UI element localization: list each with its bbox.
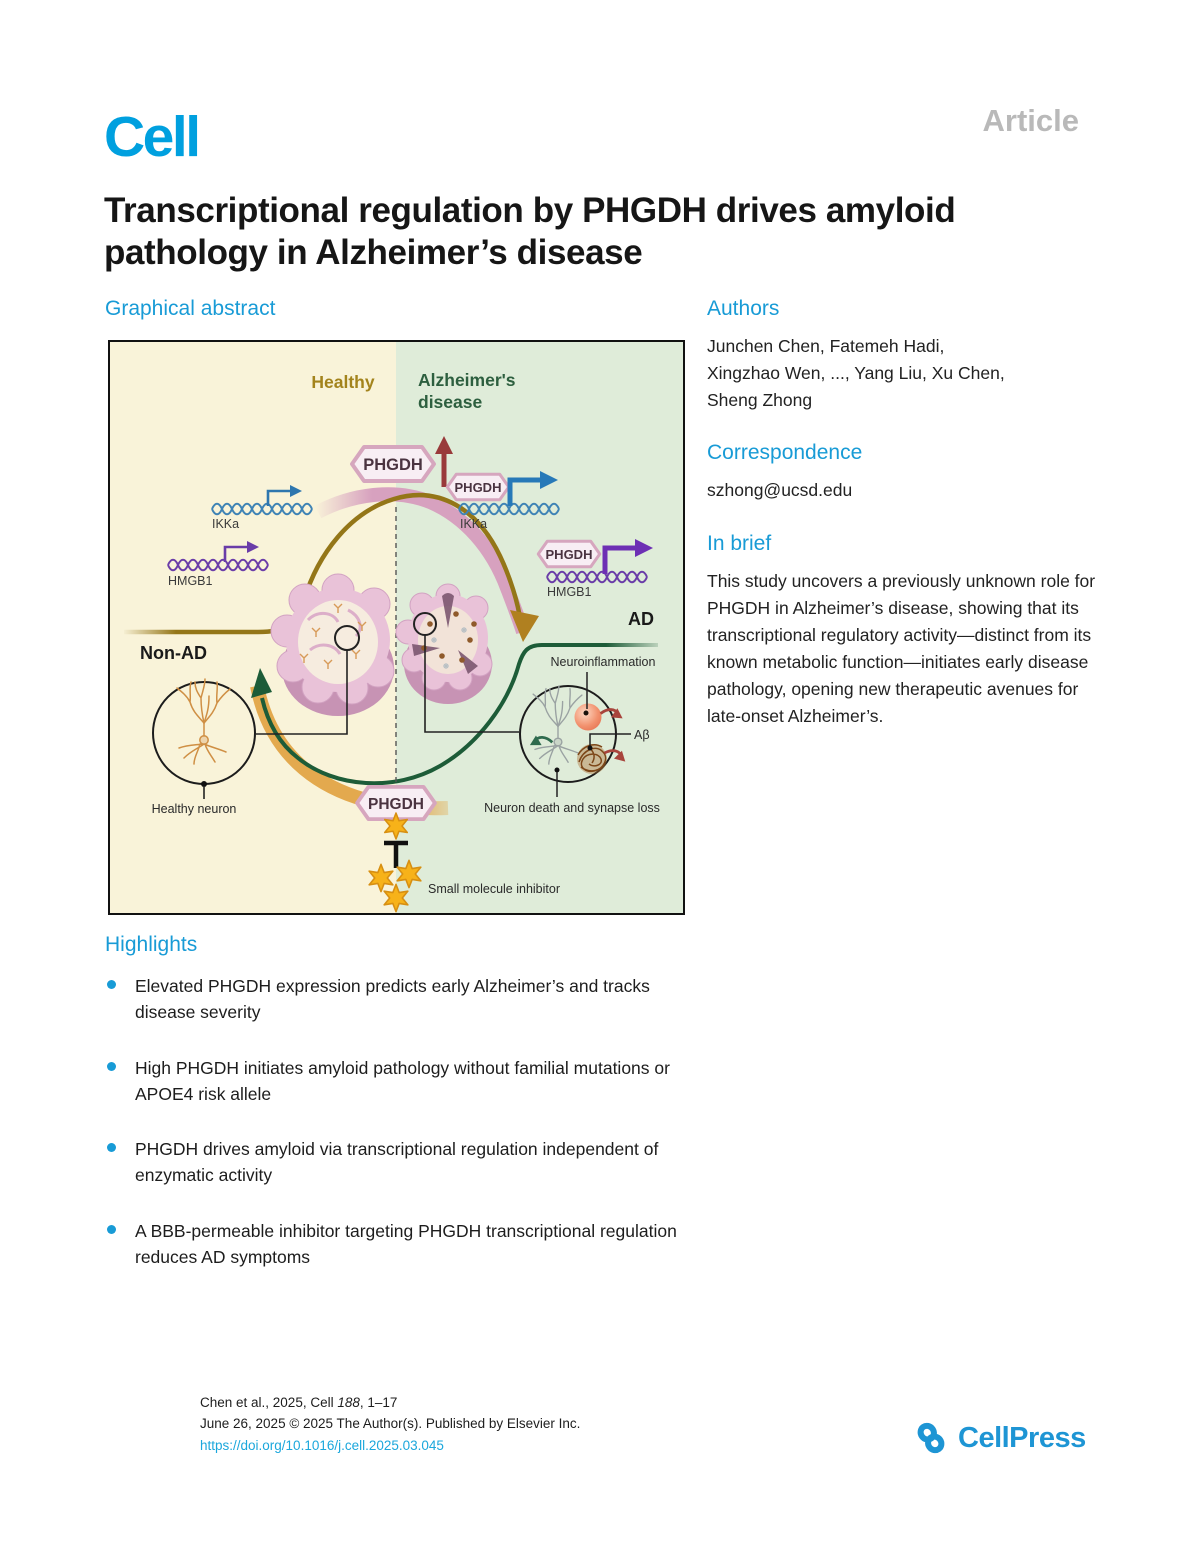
in-brief-text: This study uncovers a previously unknown… — [707, 570, 1096, 727]
authors-block: Authors Junchen Chen, Fatemeh Hadi, Xing… — [707, 297, 1102, 414]
highlight-item: Elevated PHGDH expression predicts early… — [105, 973, 705, 1026]
ad-ikka-locus: PHGDH IKKa — [445, 471, 559, 531]
tangle-sparkle-marks — [431, 627, 467, 669]
highlight-item: PHGDH drives amyloid via transcriptional… — [105, 1136, 705, 1189]
ad-zone-label-line2: disease — [418, 392, 482, 412]
inhibitor-label: Small molecule inhibitor — [428, 882, 560, 896]
correspondence-block: Correspondence szhong@ucsd.edu — [707, 441, 1102, 504]
phgdh-label: PHGDH — [546, 547, 593, 562]
magnifier-connectors — [256, 612, 519, 735]
hmgb1-label: HMGB1 — [547, 585, 592, 599]
highlight-text: Elevated PHGDH expression predicts early… — [135, 976, 650, 1023]
correspondence-heading: Correspondence — [707, 441, 863, 465]
author-names-line: Junchen Chen, Fatemeh Hadi, — [707, 336, 945, 356]
bullet-icon — [107, 980, 116, 989]
ad-pathology-inset: Neuroinflammation Aβ Neuron death and sy… — [484, 655, 660, 815]
in-brief-block: In brief This study uncovers a previousl… — [707, 532, 1102, 731]
highlight-text: PHGDH drives amyloid via transcriptional… — [135, 1139, 659, 1186]
hmgb1-label: HMGB1 — [168, 574, 213, 588]
highlights-heading: Highlights — [105, 933, 198, 956]
paper-title: Transcriptional regulation by PHGDH driv… — [104, 191, 956, 273]
publication-date-line: June 26, 2025 © 2025 The Author(s). Publ… — [200, 1416, 581, 1432]
inhibitor-assembly: PHGDH Small molecule inhibitor — [355, 784, 560, 913]
synapse-marks — [299, 603, 367, 669]
healthy-brain-illustration — [270, 573, 395, 716]
in-brief-heading: In brief — [707, 531, 772, 555]
article-type-label: Article — [982, 103, 1079, 138]
highlight-text: A BBB-permeable inhibitor targeting PHGD… — [135, 1220, 677, 1267]
graphical-abstract-heading: Graphical abstract — [105, 297, 276, 320]
phgdh-label: PHGDH — [363, 456, 423, 474]
ad-zone-label-line1: Alzheimer's — [418, 370, 516, 390]
citation-volume: 188 — [337, 1395, 360, 1410]
highlights-list: Elevated PHGDH expression predicts early… — [105, 973, 705, 1270]
bullet-icon — [107, 1061, 116, 1071]
phgdh-elevated-badge: PHGDH — [350, 436, 453, 487]
bullet-icon — [107, 1143, 116, 1152]
highlight-text: High PHGDH initiates amyloid pathology w… — [135, 1057, 670, 1104]
healthy-ikka-locus: IKKa — [211, 483, 313, 531]
reversal-arrowhead — [251, 668, 272, 698]
doi-link[interactable]: https://doi.org/10.1016/j.cell.2025.03.0… — [200, 1437, 444, 1453]
ad-brain-illustration — [395, 583, 493, 704]
phgdh-label: PHGDH — [455, 480, 502, 495]
phgdh-label: PHGDH — [368, 796, 424, 813]
highlight-item: A BBB-permeable inhibitor targeting PHGD… — [105, 1218, 705, 1271]
author-names-line: Sheng Zhong — [707, 390, 813, 411]
highlights-section: Highlights Elevated PHGDH expression pre… — [105, 933, 705, 1299]
progression-arrowhead — [510, 610, 539, 642]
ikka-label: IKKa — [460, 517, 487, 531]
citation-line: Chen et al., 2025, Cell 188, 1–17 — [200, 1392, 580, 1413]
graphical-abstract-figure: PHGDH IKKa HMGB1 PHGDH IKKa — [108, 340, 685, 915]
inhibition-tbar-icon — [384, 840, 408, 868]
authors-heading: Authors — [707, 297, 780, 320]
healthy-hmgb1-locus: HMGB1 — [167, 539, 269, 588]
summary-column: Authors Junchen Chen, Fatemeh Hadi, Xing… — [707, 297, 1102, 757]
sulci-crevices — [412, 593, 478, 674]
microglia-icon — [574, 703, 602, 731]
correspondence-email: szhong@ucsd.edu — [707, 480, 853, 501]
ad-hmgb1-locus: PHGDH HMGB1 — [536, 539, 653, 599]
ad-label: AD — [628, 609, 654, 629]
highlight-item: High PHGDH initiates amyloid pathology w… — [105, 1055, 705, 1108]
citation-prefix: Chen et al., 2025, Cell — [200, 1395, 338, 1410]
cellpress-wordmark: CellPress — [958, 1421, 1086, 1454]
neuroinflammation-label: Neuroinflammation — [551, 655, 656, 669]
author-names-line: Xingzhao Wen, ..., Yang Liu, Xu Chen, — [707, 363, 1005, 384]
healthy-zone-label: Healthy — [311, 372, 374, 392]
graphical-abstract-svg: PHGDH IKKa HMGB1 PHGDH IKKa — [110, 342, 683, 913]
citation-pages: , 1–17 — [359, 1395, 398, 1410]
bullet-icon — [107, 1224, 116, 1234]
footer-citation: Chen et al., 2025, Cell 188, 1–17 June 2… — [200, 1392, 580, 1456]
cellpress-logo: CellPress — [910, 1420, 1086, 1456]
cell-journal-logo: Cell — [104, 105, 201, 169]
abeta-label: Aβ — [634, 728, 650, 742]
healthy-neuron-inset: Healthy neuron — [152, 678, 256, 816]
ikka-label: IKKa — [212, 517, 239, 531]
neuron-death-label: Neuron death and synapse loss — [484, 801, 660, 815]
non-ad-label: Non-AD — [140, 643, 207, 663]
healthy-neuron-label: Healthy neuron — [152, 802, 237, 816]
cellpress-logo-icon — [917, 1422, 945, 1454]
